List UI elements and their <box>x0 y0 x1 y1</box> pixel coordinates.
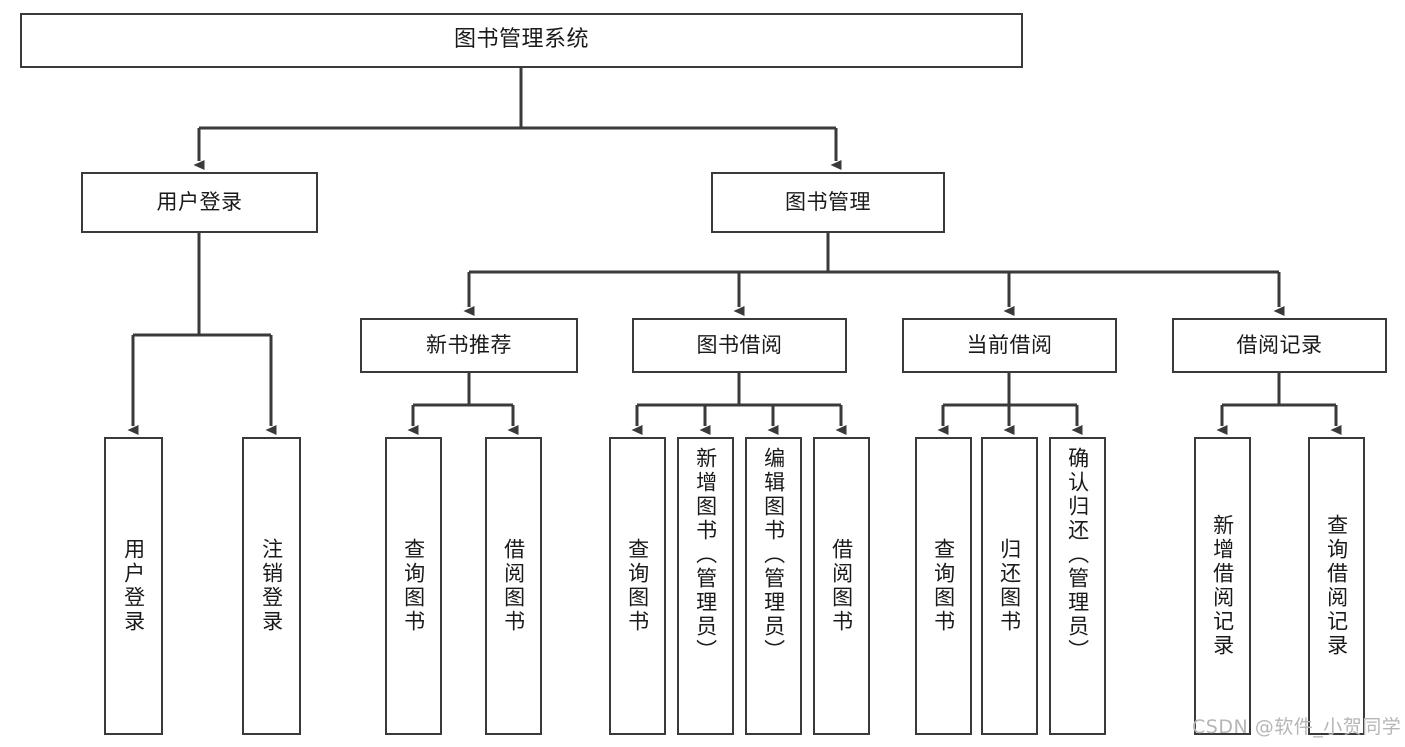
node-book-management[interactable]: 图书管理 <box>711 172 945 233</box>
leaf-edit-book-admin[interactable]: 编辑图书（管理员） <box>745 437 802 735</box>
leaf-add-book-admin[interactable]: 新增图书（管理员） <box>677 437 734 735</box>
node-new-book-recommend[interactable]: 新书推荐 <box>360 318 578 373</box>
node-borrow-record[interactable]: 借阅记录 <box>1172 318 1387 373</box>
node-current-borrow[interactable]: 当前借阅 <box>902 318 1117 373</box>
csdn-watermark: CSDN @软件_小贺同学 <box>1192 716 1402 738</box>
leaf-query-borrow-record[interactable]: 查询借阅记录 <box>1308 437 1365 735</box>
leaf-query-book-recommend[interactable]: 查询图书 <box>385 437 442 735</box>
node-user-login[interactable]: 用户登录 <box>81 172 318 233</box>
leaf-add-borrow-record[interactable]: 新增借阅记录 <box>1194 437 1251 735</box>
leaf-logout[interactable]: 注销登录 <box>242 437 301 735</box>
leaf-confirm-return-admin[interactable]: 确认归还（管理员） <box>1049 437 1106 735</box>
node-book-borrow[interactable]: 图书借阅 <box>632 318 847 373</box>
leaf-return-book[interactable]: 归还图书 <box>981 437 1038 735</box>
leaf-borrow-book[interactable]: 借阅图书 <box>813 437 870 735</box>
leaf-user-login[interactable]: 用户登录 <box>104 437 163 735</box>
leaf-query-book-current[interactable]: 查询图书 <box>915 437 972 735</box>
node-root[interactable]: 图书管理系统 <box>20 13 1023 68</box>
leaf-query-book-borrow[interactable]: 查询图书 <box>609 437 666 735</box>
leaf-borrow-book-recommend[interactable]: 借阅图书 <box>485 437 542 735</box>
